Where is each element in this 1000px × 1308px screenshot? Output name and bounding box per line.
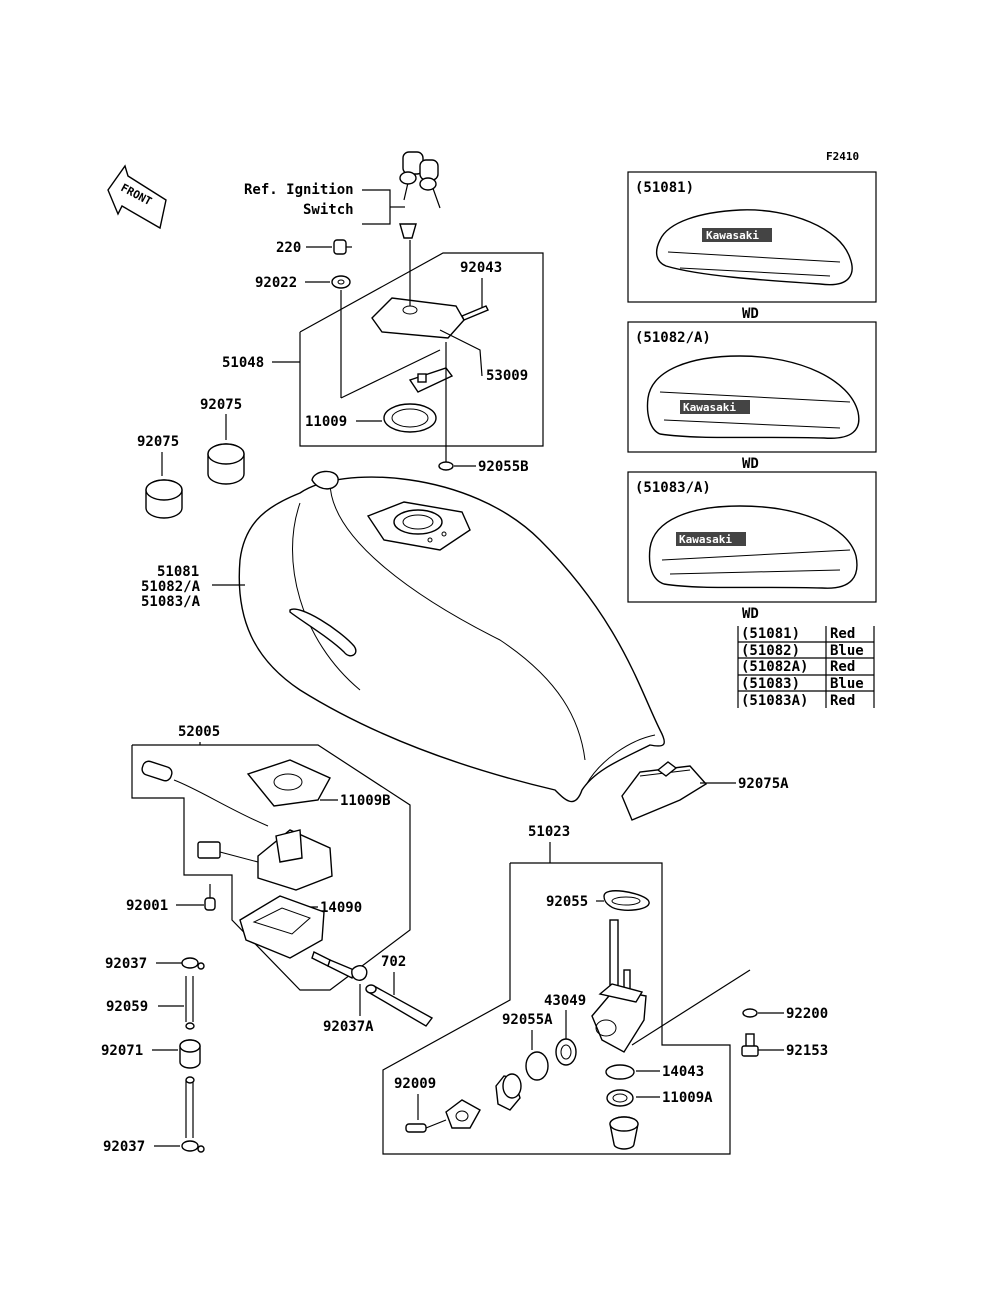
- table-color-3: Red: [830, 659, 855, 675]
- label-92200: 92200: [786, 1006, 828, 1022]
- sender-unit-icon: [141, 759, 333, 891]
- table-color-2: Blue: [830, 643, 864, 659]
- washer-14043-icon: [605, 1064, 635, 1080]
- washer-92022-icon: [331, 275, 351, 289]
- label-52005: 52005: [178, 724, 220, 740]
- decal-2-caption: WD: [742, 456, 759, 472]
- figure-code: F2410: [826, 150, 859, 163]
- screw-92001-icon: [204, 884, 216, 911]
- decal-2-logo: Kawasaki: [683, 401, 736, 414]
- label-92022: 92022: [255, 275, 297, 291]
- clip-92037a-icon: [351, 965, 368, 981]
- decal-3-logo: Kawasaki: [679, 533, 732, 546]
- label-53009: 53009: [486, 368, 528, 384]
- washer-92200-icon: [742, 1008, 758, 1018]
- ref-note-line2: Switch: [303, 202, 354, 218]
- label-92009: 92009: [394, 1076, 436, 1092]
- table-color-5: Red: [830, 693, 855, 709]
- label-92059: 92059: [106, 999, 148, 1015]
- damper-92075-b-icon: [145, 479, 183, 519]
- label-14043: 14043: [662, 1064, 704, 1080]
- label-92075-b: 92075: [137, 434, 179, 450]
- ref-note-line1: Ref. Ignition: [244, 182, 354, 198]
- decal-1-logo: Kawasaki: [706, 229, 759, 242]
- drain-cup-icon: [609, 1116, 639, 1150]
- oring-92055a-icon: [525, 1051, 549, 1081]
- cap-plate-icon: [371, 240, 489, 339]
- label-92071: 92071: [101, 1043, 143, 1059]
- filter-43049-icon: [555, 1038, 577, 1066]
- hose-702-icon: [365, 984, 434, 1027]
- decal-box-2: (51082/A) Kawasaki WD: [627, 321, 877, 472]
- label-51023: 51023: [528, 824, 570, 840]
- cover-14090-icon: [239, 895, 355, 980]
- label-51082a: 51082/A: [141, 579, 201, 595]
- grommet-92071-icon: [179, 1039, 201, 1138]
- damper-92075a-icon: [621, 761, 708, 821]
- color-table: (51081) Red (51082) Blue (51082A) Red (5…: [737, 626, 875, 709]
- fuel-cock-icon: [591, 919, 647, 1053]
- table-code-3: (51082A): [741, 659, 808, 675]
- label-11009b: 11009B: [340, 793, 391, 809]
- table-code-5: (51083A): [741, 693, 808, 709]
- label-92075a-part: 92075A: [738, 776, 789, 792]
- decal-box-3: (51083/A) Kawasaki WD: [627, 471, 877, 622]
- oring-92055b-icon: [438, 461, 454, 471]
- table-color-1: Red: [830, 626, 855, 642]
- label-220: 220: [276, 240, 301, 256]
- label-92037-top: 92037: [105, 956, 147, 972]
- bolt-92153-icon: [741, 1033, 759, 1057]
- label-51048: 51048: [222, 355, 264, 371]
- table-code-1: (51081): [741, 626, 800, 642]
- table-code-2: (51082): [741, 643, 800, 659]
- clamp-92037-top-icon: [181, 957, 205, 970]
- label-92037a: 92037A: [323, 1019, 374, 1035]
- decal-1-caption: WD: [742, 306, 759, 322]
- front-arrow-icon: FRONT: [107, 164, 167, 230]
- screw-92009-icon: [405, 1099, 481, 1133]
- table-code-4: (51083): [741, 676, 800, 692]
- label-92055b: 92055B: [478, 459, 529, 475]
- screw-220-icon: [333, 239, 352, 255]
- fuel-tank-icon: [238, 470, 666, 803]
- label-11009a: 11009A: [662, 1090, 713, 1106]
- label-702: 702: [381, 954, 406, 970]
- label-14090: 14090: [320, 900, 362, 916]
- label-92055a: 92055A: [502, 1012, 553, 1028]
- label-43049: 43049: [544, 993, 586, 1009]
- gasket-11009a-icon: [606, 1089, 634, 1107]
- hose-92059-icon: [185, 976, 195, 1030]
- clamp-92037-bot-icon: [181, 1140, 205, 1153]
- damper-92075-a-icon: [207, 443, 245, 485]
- label-92075-a: 92075: [200, 397, 242, 413]
- decal-2-title: (51082/A): [635, 330, 711, 346]
- label-51083a: 51083/A: [141, 594, 201, 610]
- decal-box-1: (51081) Kawasaki WD: [627, 171, 877, 322]
- gasket-92055-icon: [603, 890, 650, 911]
- label-51081: 51081: [157, 564, 199, 580]
- table-color-4: Blue: [830, 676, 864, 692]
- label-92001: 92001: [126, 898, 168, 914]
- label-92153: 92153: [786, 1043, 828, 1059]
- label-92043: 92043: [460, 260, 502, 276]
- label-92055: 92055: [546, 894, 588, 910]
- keys-icon: [399, 151, 441, 239]
- lever-knob-icon: [495, 1073, 522, 1111]
- decal-1-title: (51081): [635, 180, 694, 196]
- decal-3-caption: WD: [742, 606, 759, 622]
- decal-3-title: (51083/A): [635, 480, 711, 496]
- label-92037-bot: 92037: [103, 1139, 145, 1155]
- label-11009: 11009: [305, 414, 347, 430]
- latch-53009-icon: [408, 367, 454, 393]
- gasket-11009-icon: [383, 403, 437, 433]
